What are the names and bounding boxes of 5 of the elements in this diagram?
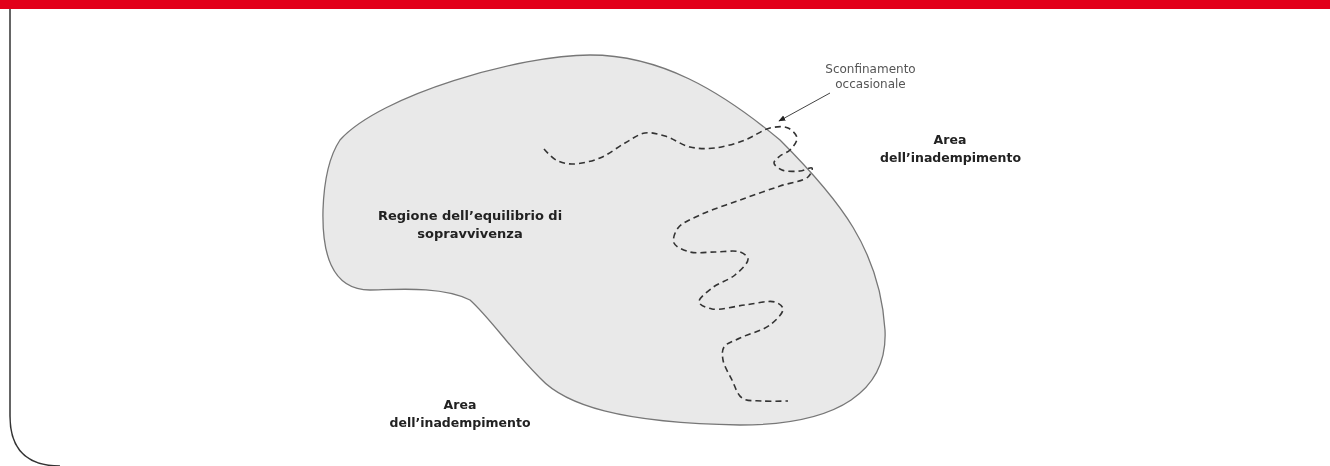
leader-arrow [778,92,831,122]
callout-text: Sconfinamento occasionale [824,62,917,92]
area-label: Area dell’inadempimento [880,131,1020,167]
region-label: Regione dell’equilibrio di sopravvivenza [376,207,564,243]
area-label: Area dell’inadempimento [388,396,532,432]
